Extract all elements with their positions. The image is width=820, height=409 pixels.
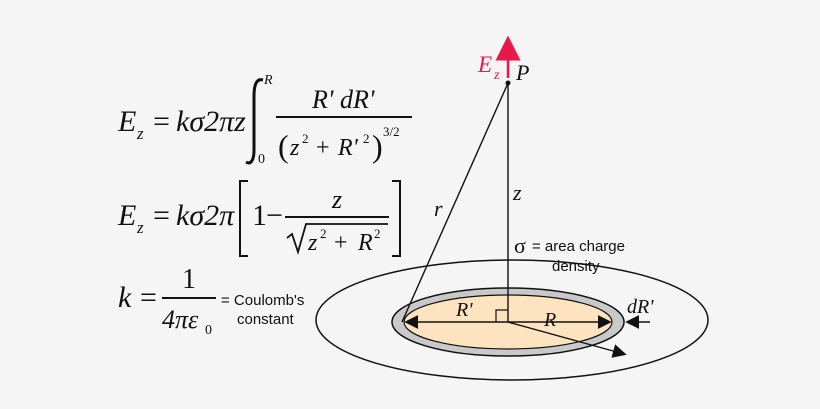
disk-diagram: E z P z r σ = area charge density R' R d… [315,35,709,381]
eq3-denominator: 4πε [162,305,199,334]
eq1-left-paren: ( [278,128,289,164]
eq1-den-plus: + [316,135,330,161]
eq1-right-paren: ) [372,128,383,164]
equation-1: E z = kσ2πz R 0 R' dR' ( z 2 + R' 2 ) 3/… [117,73,412,167]
coulomb-note-line2: constant [237,311,295,328]
eq2-den-z: z [307,230,318,256]
eq2-numerator: z [331,185,342,214]
eq2-lhs: E [117,199,136,232]
z-label: z [512,180,522,205]
sigma-symbol: σ [514,233,526,258]
eq2-left-bracket [239,180,248,257]
eq1-numerator: R' dR' [311,85,375,114]
eq1-lhs-subscript: z [136,124,144,143]
eq1-den-z-exp: 2 [302,131,309,146]
eq1-integral-upper: R [263,73,273,88]
r-prime-label: R' [455,299,473,321]
sqrt-sign [286,223,388,256]
eq3-denominator-subscript: 0 [205,323,212,338]
eq3-lhs: k [118,281,132,314]
eq1-equals: = [153,105,170,138]
eq3-equals: = [140,281,157,314]
eq2-minus: − [266,199,283,232]
eq1-den-r: R' [337,135,359,161]
outer-radius-line [507,321,627,358]
eq2-den-r-exp: 2 [374,226,381,241]
sigma-text-line2: density [552,258,600,275]
eq2-den-z-exp: 2 [320,226,327,241]
integral-sign [245,78,264,165]
eq1-coefficient: kσ2πz [176,105,246,138]
eq1-den-z: z [289,135,300,161]
equation-3: k = 1 4πε 0 = Coulomb's constant [118,264,304,338]
r-outer-label: R [543,309,556,331]
right-angle-mark [495,309,508,322]
eq1-den-r-exp: 2 [363,131,370,146]
sigma-text-line1: = area charge [532,238,625,255]
eq2-den-r: R [357,230,373,256]
point-p-dot [505,80,511,86]
outer-ellipse [315,259,709,381]
point-label: P [515,60,529,85]
dr-prime-label: dR' [627,296,654,318]
eq1-den-outer-exp: 3/2 [383,124,400,139]
eq2-right-bracket [392,180,401,257]
r-label: r [434,196,443,221]
field-label-subscript: z [493,68,500,83]
r-distance-line [401,82,509,323]
eq2-lhs-subscript: z [136,218,144,237]
coulomb-note-line1: = Coulomb's [221,292,304,309]
eq3-numerator: 1 [182,264,196,295]
eq2-coefficient: kσ2π [176,199,235,232]
eq2-one: 1 [252,199,267,232]
eq1-integral-lower: 0 [258,152,265,167]
equation-2: E z = kσ2π 1 − z z 2 + R 2 [117,180,401,257]
field-label: E [477,52,492,77]
eq1-lhs: E [117,105,136,138]
eq2-equals: = [153,199,170,232]
eq2-den-plus: + [334,230,348,256]
